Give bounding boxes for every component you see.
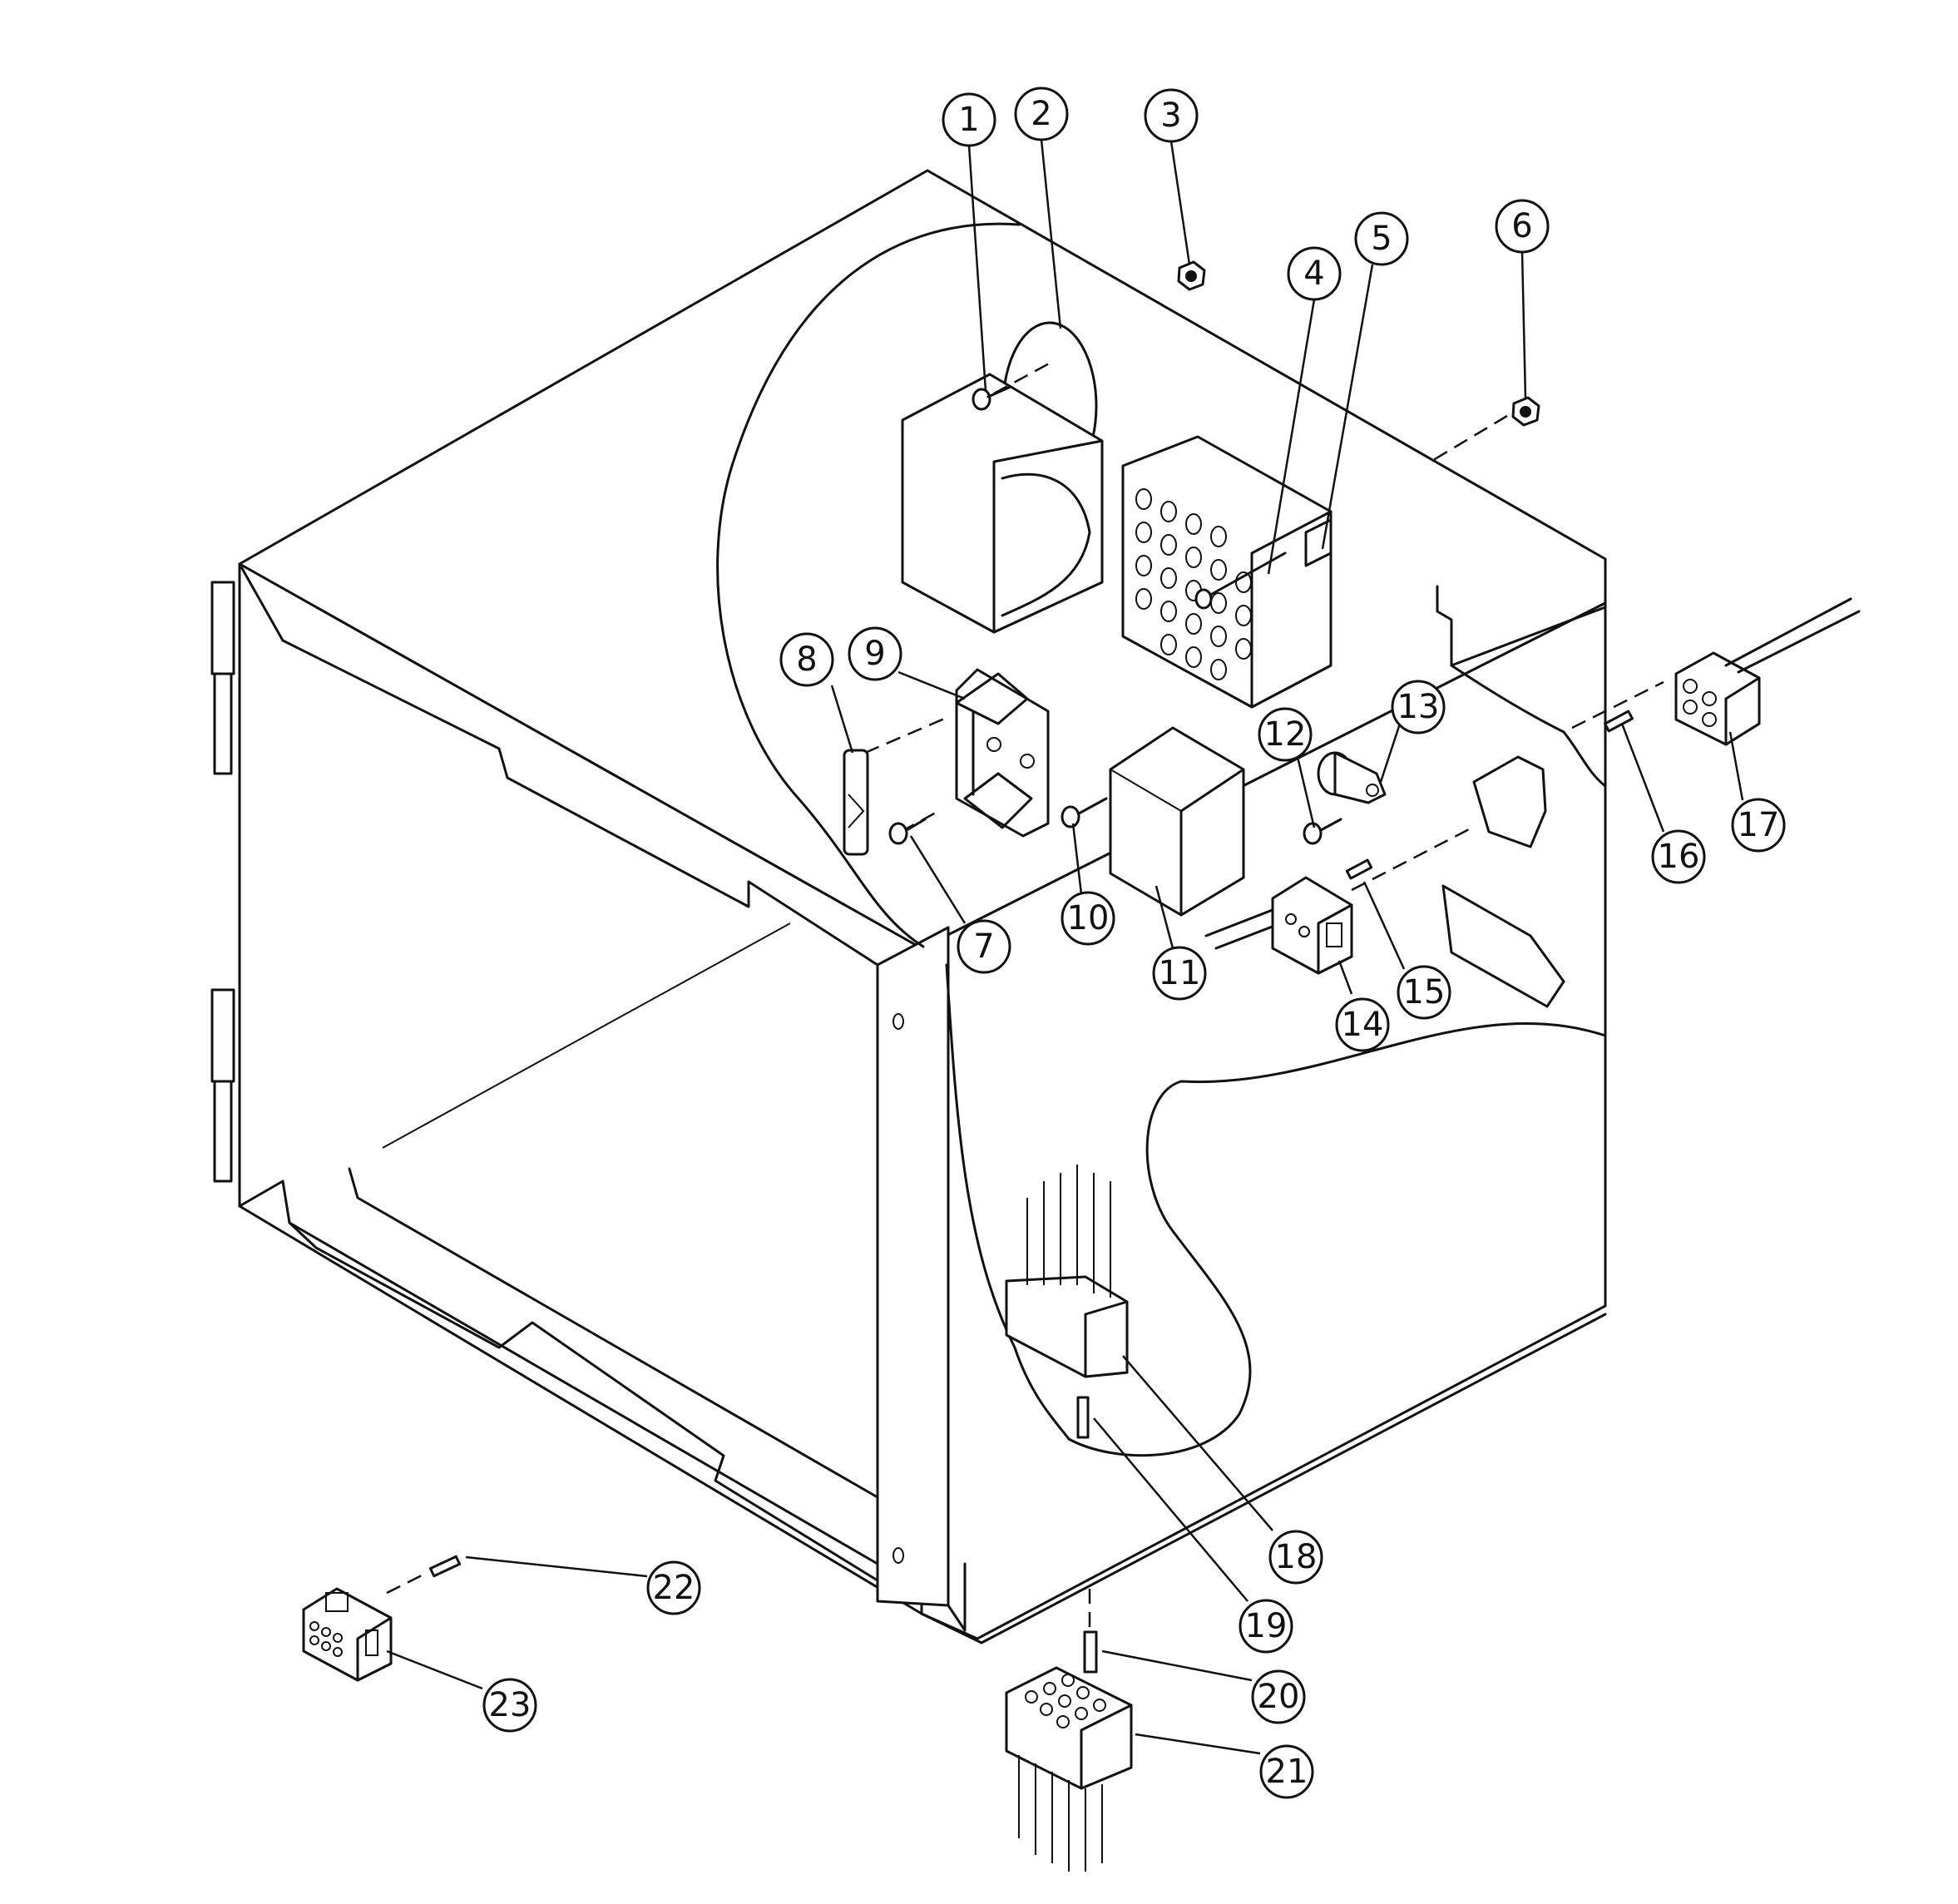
callout-9-label: 9: [864, 635, 885, 673]
callout-16: 16: [1651, 829, 1706, 884]
callout-7-label: 7: [973, 927, 994, 966]
callout-11: 11: [1152, 946, 1207, 1001]
callout-15-label: 15: [1403, 973, 1446, 1011]
leader-lines: [386, 139, 1744, 1755]
callout-3: 3: [1144, 88, 1199, 143]
callout-18: 18: [1268, 1530, 1323, 1585]
callout-8: 8: [779, 632, 834, 687]
callout-10-label: 10: [1067, 899, 1110, 937]
callout-3-label: 3: [1160, 96, 1181, 135]
relay-part-11: [1109, 726, 1245, 917]
callout-12: 12: [1258, 707, 1313, 762]
callout-11-label: 11: [1159, 954, 1201, 992]
callout-1-label: 1: [958, 101, 979, 139]
screw-part-7: [888, 811, 937, 845]
callout-15: 15: [1397, 965, 1451, 1020]
callout-2: 2: [1014, 87, 1069, 141]
callout-22: 22: [646, 1560, 701, 1615]
callout-22-label: 22: [653, 1569, 695, 1607]
callout-21-label: 21: [1266, 1753, 1308, 1791]
callout-23: 23: [482, 1678, 537, 1733]
callout-14-label: 14: [1342, 1006, 1384, 1044]
cutaway-curve-upper: [716, 222, 1021, 948]
cabinet-housing: [210, 169, 1607, 1644]
callout-1: 1: [942, 92, 996, 147]
callout-5-label: 5: [1371, 220, 1392, 258]
screw-part-1: [972, 360, 1053, 411]
cutaway-curve-lower: [1067, 1022, 1607, 1457]
callout-23-label: 23: [489, 1686, 532, 1724]
callout-6-label: 6: [1511, 207, 1532, 245]
callout-5: 5: [1354, 211, 1409, 266]
callout-21: 21: [1259, 1744, 1314, 1799]
callout-14: 14: [1335, 997, 1390, 1052]
pin-part-16: [1571, 680, 1664, 733]
pin-part-19: [1076, 1396, 1090, 1439]
callout-6: 6: [1495, 199, 1550, 254]
callout-17: 17: [1731, 798, 1786, 853]
callout-7: 7: [957, 919, 1011, 974]
callout-13-label: 13: [1397, 688, 1440, 726]
pin-part-20: [1083, 1589, 1098, 1674]
connector-part-18: [1005, 1165, 1129, 1378]
callout-16-label: 16: [1658, 838, 1700, 876]
pin-part-15: [1345, 826, 1473, 892]
callout-4-label: 4: [1303, 255, 1324, 293]
callout-19: 19: [1239, 1599, 1293, 1654]
callout-20-label: 20: [1258, 1678, 1300, 1716]
callout-20: 20: [1251, 1669, 1306, 1724]
panel-cutout-lower: [1441, 884, 1565, 1008]
fuse-holder: [955, 668, 1050, 838]
callout-4: 4: [1287, 246, 1342, 301]
panel-cutout-middle: [1472, 755, 1547, 848]
callout-18-label: 18: [1275, 1538, 1318, 1576]
connector-part-23: [302, 1587, 393, 1682]
fuse-part-8: [843, 715, 949, 856]
hinge-lower-pin: [213, 1080, 233, 1183]
connector-part-17: [1674, 597, 1861, 746]
connector-part-21: [1005, 1666, 1133, 1872]
nut-part-6: [1430, 396, 1540, 463]
cable-clamp-part-13: [1317, 751, 1387, 804]
callout-9: 9: [848, 626, 902, 681]
panel-cutout-top: [1436, 585, 1607, 667]
hinge-lower: [210, 988, 235, 1083]
connector-part-14: [1204, 876, 1353, 975]
hinge-upper-pin: [213, 672, 233, 775]
cabinet-front-strip: [876, 926, 950, 1607]
callout-12-label: 12: [1264, 715, 1307, 754]
callout-13: 13: [1391, 680, 1446, 734]
callout-17-label: 17: [1738, 806, 1780, 844]
hinge-upper: [210, 581, 235, 675]
callout-8-label: 8: [796, 640, 817, 679]
callout-10: 10: [1061, 891, 1115, 946]
callout-19-label: 19: [1245, 1607, 1288, 1645]
nut-part-3: [1177, 260, 1206, 291]
transformer: [901, 321, 1104, 634]
callout-2-label: 2: [1031, 95, 1051, 133]
pin-part-22: [386, 1555, 462, 1595]
screw-part-10: [1061, 797, 1108, 828]
